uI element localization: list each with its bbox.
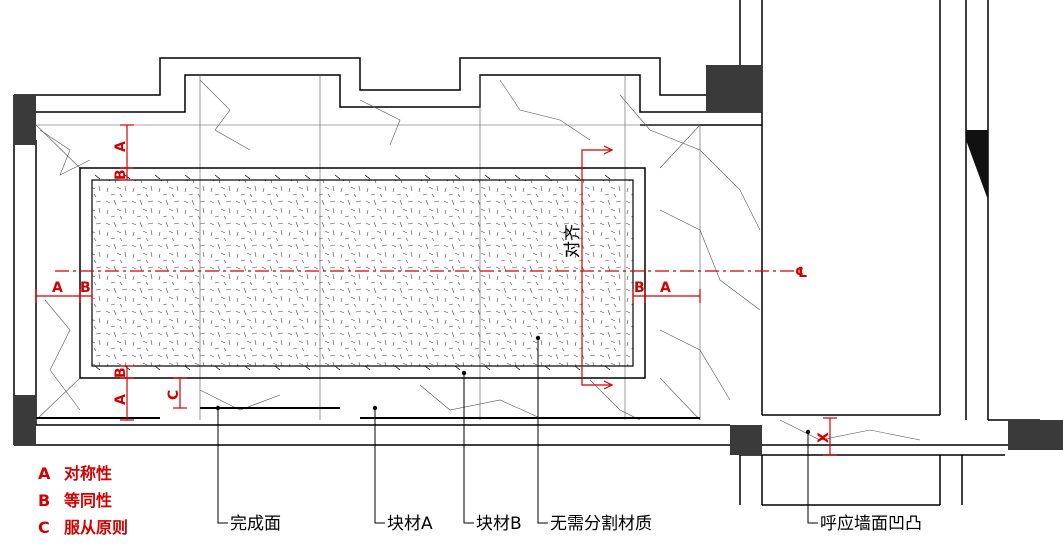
svg-text:A: A	[113, 141, 129, 152]
callout-block-a: 块材A	[387, 514, 433, 534]
svg-text:X: X	[816, 432, 832, 443]
callout-no-split: 无需分割材质	[550, 514, 652, 534]
leader-lines	[217, 338, 818, 524]
align-bracket	[581, 145, 614, 390]
align-label: 对齐	[563, 224, 583, 258]
svg-text:A: A	[660, 280, 671, 296]
legend-letter-a: A	[38, 464, 51, 483]
legend: A 对称性 B 等同性 C 服从原则	[38, 464, 128, 537]
svg-text:B: B	[80, 280, 91, 296]
dimension-letters: A B B A A B B A C X	[52, 141, 832, 443]
border-ticks	[94, 174, 611, 371]
svg-text:B: B	[634, 280, 645, 296]
leader-dots	[215, 335, 811, 435]
terrazzo-field	[91, 179, 634, 367]
dimension-marks	[35, 124, 837, 456]
legend-text-c: 服从原则	[64, 518, 128, 537]
finish-surface-line	[36, 407, 700, 419]
svg-text:A: A	[113, 394, 129, 405]
centerline-symbol: ℄	[795, 265, 808, 281]
block-b-border	[79, 167, 646, 379]
svg-text:C: C	[166, 390, 182, 400]
svg-text:B: B	[113, 169, 129, 180]
svg-text:B: B	[113, 367, 129, 378]
legend-letter-b: B	[38, 491, 50, 510]
callout-block-b: 块材B	[476, 514, 522, 534]
svg-text:A: A	[52, 280, 63, 296]
callout-finish-surface: 完成面	[230, 514, 281, 534]
callout-echo: 呼应墙面凹凸	[820, 514, 922, 534]
wall-columns	[14, 65, 1063, 455]
legend-text-b: 等同性	[63, 491, 112, 510]
legend-text-a: 对称性	[64, 464, 112, 483]
legend-letter-c: C	[38, 518, 50, 537]
